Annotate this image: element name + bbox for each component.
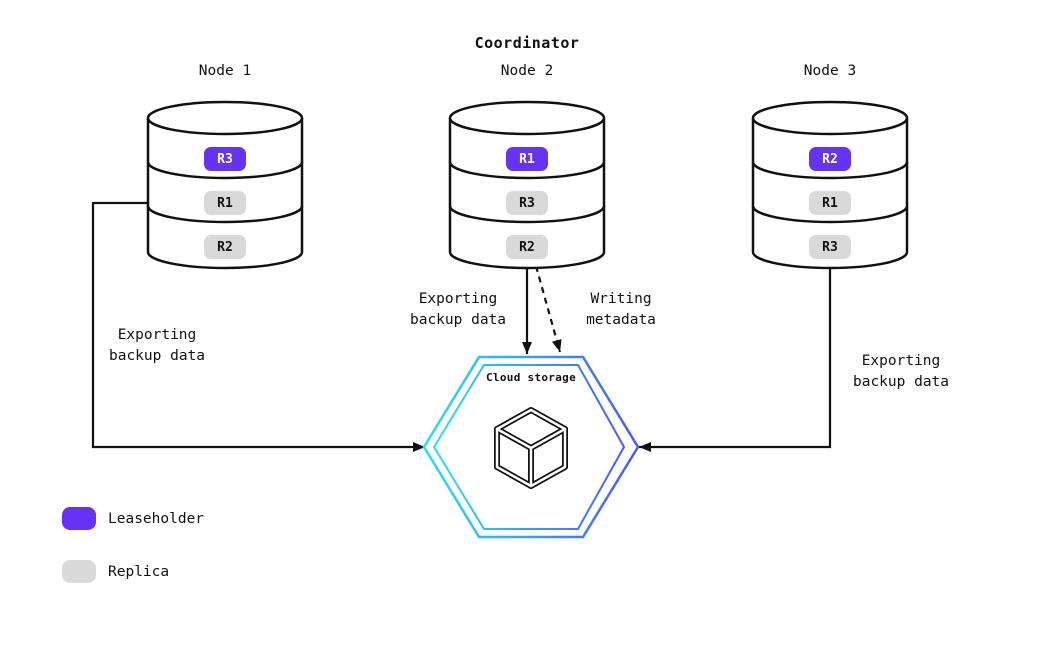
edge-label-line: Writing bbox=[590, 291, 652, 307]
node-3-label: Node 3 bbox=[803, 63, 857, 79]
node-2-replica-badge-leaseholder: R1 bbox=[506, 147, 548, 171]
edge-label-line: Exporting bbox=[117, 327, 197, 343]
cube-icon bbox=[494, 407, 568, 489]
node-1-replica-badge: R2 bbox=[204, 235, 246, 259]
cloud-storage-label: Cloud storage bbox=[486, 371, 576, 384]
node-1-replica-badge: R1 bbox=[204, 191, 246, 215]
node-2-label: Node 2 bbox=[500, 63, 554, 79]
node-2-replica-badge: R2 bbox=[506, 235, 548, 259]
edge-label-line: backup data bbox=[108, 348, 206, 364]
edge-label-line: Exporting bbox=[418, 291, 498, 307]
node2-export-label: Exporting backup data bbox=[378, 289, 538, 331]
node-3-replica-badge: R1 bbox=[809, 191, 851, 215]
node3-export-arrow bbox=[639, 267, 832, 452]
coordinator-title: Coordinator bbox=[474, 34, 580, 52]
legend-swatch-leaseholder bbox=[62, 507, 96, 530]
node1-export-label: Exporting backup data bbox=[77, 325, 237, 367]
node2-metadata-arrow-dashed bbox=[534, 265, 562, 353]
node3-export-label: Exporting backup data bbox=[821, 351, 981, 393]
edge-label-line: metadata bbox=[586, 312, 656, 328]
legend-label-replica: Replica bbox=[108, 564, 170, 580]
legend-swatch-replica bbox=[62, 560, 96, 583]
edge-label-line: Exporting bbox=[861, 353, 941, 369]
node-3-replica-badge-leaseholder: R2 bbox=[809, 147, 851, 171]
node-1-replica-badge-leaseholder: R3 bbox=[204, 147, 246, 171]
edge-label-line: backup data bbox=[852, 374, 950, 390]
node2-metadata-label: Writing metadata bbox=[551, 289, 691, 331]
node-3-replica-badge: R3 bbox=[809, 235, 851, 259]
node-1-label: Node 1 bbox=[198, 63, 252, 79]
legend-label-leaseholder: Leaseholder bbox=[108, 511, 205, 527]
node-3-cylinder bbox=[751, 100, 909, 270]
edge-label-line: backup data bbox=[409, 312, 507, 328]
node-2-replica-badge: R3 bbox=[506, 191, 548, 215]
